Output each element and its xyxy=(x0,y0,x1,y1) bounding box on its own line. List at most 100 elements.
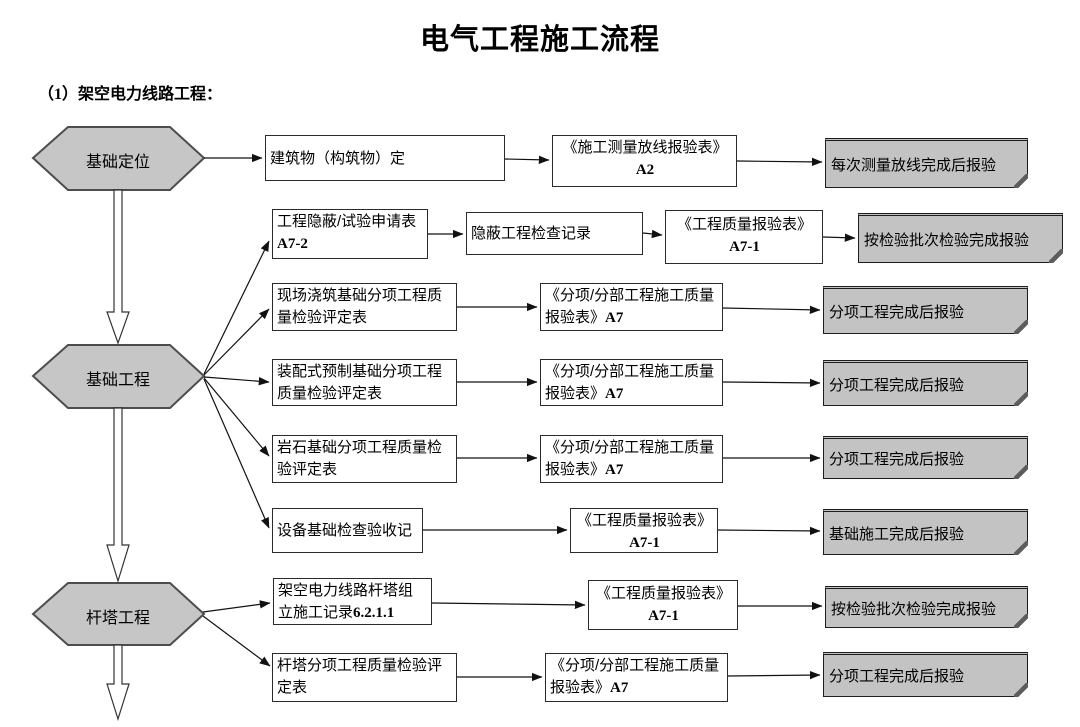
connector-arrow xyxy=(504,155,550,164)
box-text-line: 验评定表 xyxy=(277,461,338,478)
box-text-line: 《工程质量报验表》 xyxy=(576,512,712,529)
box-text-line: 报验表》 xyxy=(545,309,606,326)
stage-flow-arrow xyxy=(106,189,130,345)
folded-corner xyxy=(1014,392,1028,406)
box-text-line: 量检验评定表 xyxy=(277,309,368,326)
connector-arrow xyxy=(642,229,663,239)
box-text-line: 架空电力线路杆塔组 xyxy=(278,582,414,599)
box-text-line: 报验表》 xyxy=(550,679,611,696)
folded-corner xyxy=(1049,249,1063,263)
form-code: A2 xyxy=(635,162,655,178)
folded-corner xyxy=(1014,683,1028,697)
result-text: 按检验批次检验完成报验 xyxy=(864,231,1030,249)
connector-arrow xyxy=(203,377,270,457)
result-card: 分项工程完成后报验 xyxy=(823,652,1028,697)
connector-arrow xyxy=(431,600,586,610)
form-box: 《工程质量报验表》 A7-1 xyxy=(588,580,738,630)
result-card: 基础施工完成后报验 xyxy=(823,509,1028,555)
box-text-line: 岩石基础分项工程质量检 xyxy=(277,439,443,456)
connector-arrow xyxy=(203,376,270,386)
result-text: 分项工程完成后报验 xyxy=(829,668,965,685)
box-text-line: 《分项/分部工程施工质量 xyxy=(550,657,720,674)
box-text-line: 工程隐蔽/试验申请表 xyxy=(277,213,417,230)
form-code: 6.2.1.1 xyxy=(353,605,395,621)
connector-arrow xyxy=(722,378,821,388)
form-code: A7 xyxy=(605,310,624,326)
connector-arrow xyxy=(203,308,270,376)
box-text-line: 《分项/分部工程施工质量 xyxy=(545,439,715,456)
form-box: 《分项/分部工程施工质量 报验表》A7 xyxy=(540,283,723,331)
box-text-line: 报验表》 xyxy=(545,461,606,478)
form-box: 《分项/分部工程施工质量 报验表》A7 xyxy=(540,359,723,406)
connector-arrow xyxy=(822,233,856,242)
process-doc-box: 设备基础检查验收记 xyxy=(272,508,423,553)
connector-arrow xyxy=(203,240,270,375)
box-text-line: 《分项/分部工程施工质量 xyxy=(545,287,715,304)
connector-arrows xyxy=(202,153,856,682)
box-text-line: 报验表》 xyxy=(545,385,606,402)
result-card: 每次测量放线完成后报验 xyxy=(825,138,1028,188)
form-box: 《分项/分部工程施工质量 报验表》A7 xyxy=(545,653,728,702)
form-code: A7 xyxy=(605,386,624,402)
result-card: 分项工程完成后报验 xyxy=(823,436,1028,479)
form-code: A7-1 xyxy=(648,608,679,624)
process-doc-box: 现场浇筑基础分项工程质 量检验评定表 xyxy=(272,283,457,331)
folded-corner xyxy=(1014,320,1028,334)
form-box: 《施工测量放线报验表》 A2 xyxy=(552,135,737,187)
box-text-line: 设备基础检查验收记 xyxy=(277,522,413,539)
result-card: 按检验批次检验完成报验 xyxy=(825,586,1028,628)
process-doc-box: 隐蔽工程检查记录 xyxy=(466,212,643,255)
result-text: 按检验批次检验完成报验 xyxy=(831,600,997,618)
section-heading: （1）架空电力线路工程： xyxy=(38,86,223,103)
stage-flow-arrow xyxy=(106,644,130,722)
box-text-line: 《工程质量报验表》 xyxy=(595,585,731,602)
process-doc-box: 岩石基础分项工程质量检 验评定表 xyxy=(272,435,457,483)
connector-arrow xyxy=(202,615,271,667)
form-box: 《工程质量报验表》 A7-1 xyxy=(665,210,823,264)
stage-label: 基础定位 xyxy=(85,154,150,171)
connector-arrow xyxy=(727,670,821,680)
folded-corner xyxy=(1014,541,1028,555)
result-text: 分项工程完成后报验 xyxy=(829,376,965,394)
box-text-line: 立施工记录 xyxy=(278,604,354,621)
form-code: A7-2 xyxy=(277,236,308,252)
box-text-line: 《施工测量放线报验表》 xyxy=(562,139,728,156)
result-card: 分项工程完成后报验 xyxy=(823,286,1028,334)
process-doc-box: 装配式预制基础分项工程 质量检验评定表 xyxy=(272,359,457,406)
form-code: A7 xyxy=(605,462,624,478)
process-doc-box: 建筑物（构筑物）定 xyxy=(265,135,505,181)
result-text: 每次测量放线完成后报验 xyxy=(831,156,997,174)
form-code: A7 xyxy=(610,680,629,696)
process-doc-box: 杆塔分项工程质量检验评 定表 xyxy=(272,653,457,702)
box-text-line: 建筑物（构筑物）定 xyxy=(270,149,406,167)
form-box: 《分项/分部工程施工质量 报验表》A7 xyxy=(540,435,723,483)
result-text: 基础施工完成后报验 xyxy=(829,525,965,543)
result-card: 按检验批次检验完成报验 xyxy=(858,213,1063,263)
box-text-line: 隐蔽工程检查记录 xyxy=(471,225,592,242)
connector-arrow xyxy=(717,526,821,536)
connector-arrow xyxy=(722,305,821,314)
box-text-line: 定表 xyxy=(277,679,308,696)
folded-corner xyxy=(1014,465,1028,479)
box-text-line: 《工程质量报验表》 xyxy=(676,216,812,233)
stage-flow-arrow xyxy=(106,407,130,584)
folded-corner xyxy=(1014,614,1028,628)
result-text: 分项工程完成后报验 xyxy=(829,303,965,321)
folded-corner xyxy=(1014,174,1028,188)
box-text-line: 《分项/分部工程施工质量 xyxy=(545,363,715,380)
box-text-line: 质量检验评定表 xyxy=(277,385,383,402)
process-doc-box: 架空电力线路杆塔组 立施工记录6.2.1.1 xyxy=(273,578,432,625)
box-text-line: 装配式预制基础分项工程 xyxy=(277,363,443,380)
stage-hexagon xyxy=(31,344,206,409)
connector-arrow xyxy=(202,600,271,613)
stage-label: 基础工程 xyxy=(85,372,150,389)
box-text-line: 杆塔分项工程质量检验评 xyxy=(277,657,443,674)
form-code: A7-1 xyxy=(729,239,760,255)
form-code: A7-1 xyxy=(629,535,660,551)
box-text-line: 现场浇筑基础分项工程质 xyxy=(277,287,443,304)
result-card: 分项工程完成后报验 xyxy=(823,360,1028,406)
connector-arrow xyxy=(736,157,823,167)
stage-hexagon xyxy=(31,582,206,646)
